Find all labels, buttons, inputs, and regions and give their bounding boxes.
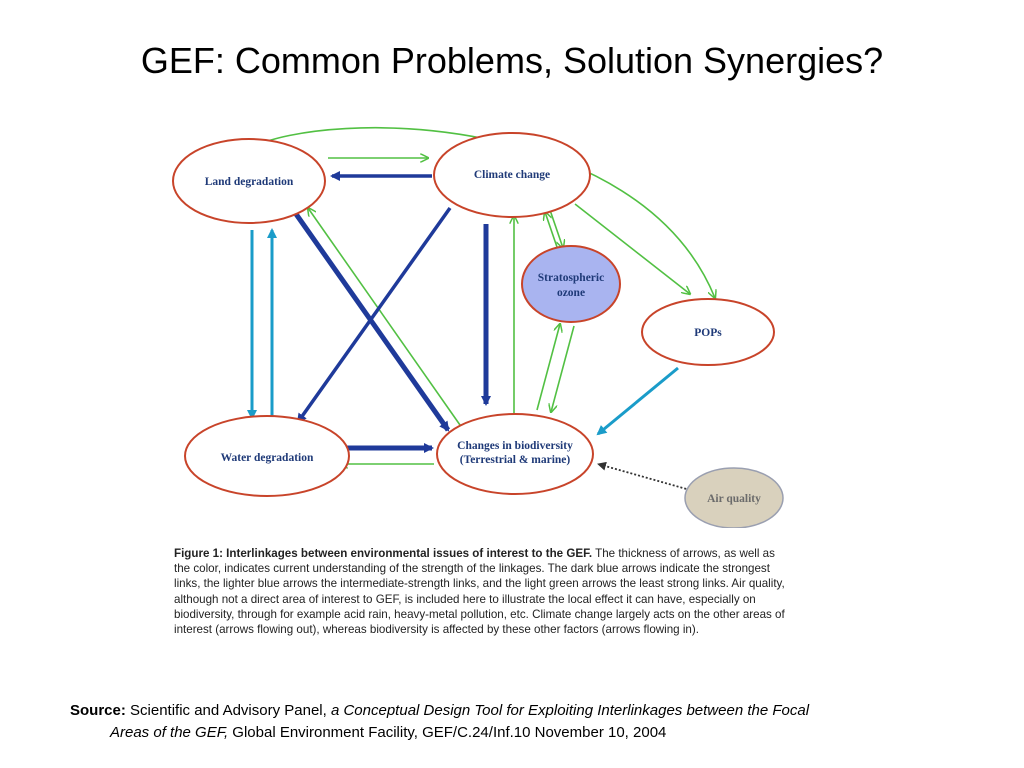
node-label-pops: POPs [694,327,722,339]
node-changes-in-biodiversity: Changes in biodiversity (Terrestrial & m… [436,413,594,495]
links [247,127,715,491]
link-pops-to-biodiversity-mid [596,366,679,436]
link-air-to-biodiversity [597,461,691,491]
node-label-air-quality: Air quality [707,493,761,505]
figure-caption-body: The thickness of arrows, as well as the … [174,547,785,637]
slide-title: GEF: Common Problems, Solution Synergies… [140,40,884,81]
source-title-part-1: a Conceptual Design Tool for Exploiting … [330,702,810,719]
node-label-land-degradation: Land degradation [205,176,294,188]
node-water-degradation: Water degradation [184,415,350,497]
link-climate-to-water-strong [296,206,452,424]
source-text-2: Global Environment Facility, GEF/C.24/In… [228,724,667,741]
source-title-part-2: Areas of the GEF, [110,724,229,741]
node-label-biodiversity-line1: Changes in biodiversity [457,440,573,452]
source-text-1: Scientific and Advisory Panel, [125,702,331,719]
link-climate-to-pops-weak [574,203,690,294]
node-label-water-degradation: Water degradation [221,452,314,464]
node-label-ozone-line1: Stratospheric [538,272,604,284]
node-label-climate-change: Climate change [474,169,550,181]
link-biodiversity-to-ozone-weak [536,324,560,411]
link-biodiversity-to-land-weak [308,208,461,426]
node-air-quality: Air quality [684,467,784,528]
link-climate-to-ozone-weak [549,209,563,248]
node-land-degradation: Land degradation [172,138,326,224]
link-land-to-biodiversity-strong [293,212,451,432]
interlinkage-diagram: Land degradation Climate change Stratosp… [172,127,784,528]
node-stratospheric-ozone: Stratospheric ozone [521,245,621,323]
source-citation: Source: Scientific and Advisory Panel, a… [70,700,970,744]
link-ozone-to-climate-weak [545,212,559,251]
node-label-biodiversity-line2: (Terrestrial & marine) [460,454,571,466]
figure-caption: Figure 1: Interlinkages between environm… [174,546,794,637]
node-label-ozone-line2: ozone [557,287,585,299]
link-ozone-to-biodiversity-weak [551,325,575,412]
source-label: Source: [70,702,126,719]
node-climate-change: Climate change [433,132,591,218]
node-pops: POPs [641,298,775,366]
figure-caption-title: Figure 1: Interlinkages between environm… [174,547,593,560]
